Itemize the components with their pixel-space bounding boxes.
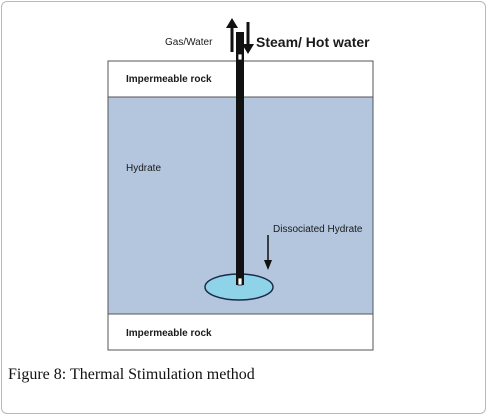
impermeable-rock-top-label: Impermeable rock bbox=[126, 74, 212, 85]
gas-water-label: Gas/Water bbox=[165, 37, 213, 48]
dissociated-hydrate-label: Dissociated Hydrate bbox=[273, 224, 363, 235]
up-arrow-icon bbox=[226, 18, 238, 52]
down-arrow-icon bbox=[242, 22, 254, 54]
steam-hot-water-label: Steam/ Hot water bbox=[256, 34, 370, 50]
impermeable-rock-bottom-label: Impermeable rock bbox=[126, 328, 212, 339]
well-top-opening bbox=[237, 53, 243, 61]
figure-caption: Figure 8: Thermal Stimulation method bbox=[8, 366, 255, 384]
dissociated-hydrate-arrow-icon bbox=[264, 235, 272, 270]
well-pipe bbox=[236, 32, 244, 285]
figure-caption-text: Thermal Stimulation method bbox=[69, 366, 255, 383]
hydrate-label: Hydrate bbox=[126, 163, 161, 174]
figure-caption-label: Figure 8: bbox=[8, 366, 67, 383]
impermeable-rock-bottom-layer bbox=[107, 313, 374, 351]
well-bottom-opening bbox=[237, 277, 243, 286]
